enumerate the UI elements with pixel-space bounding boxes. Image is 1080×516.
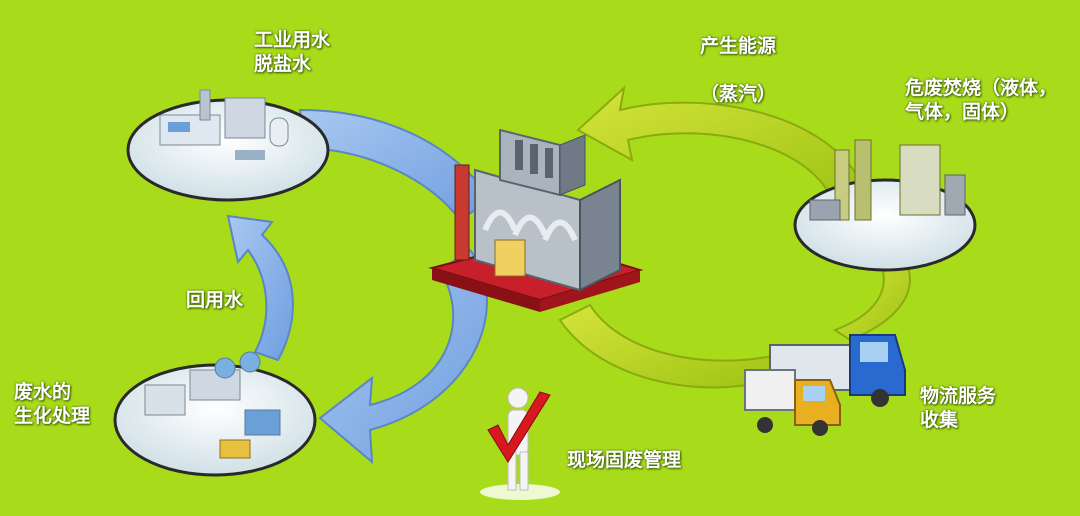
factory-icon <box>428 128 644 312</box>
label-hazardous-incineration: 危废焚烧（液体， 气体，固体） <box>905 77 1058 123</box>
green-arrow-lower <box>558 303 774 389</box>
label-logistics-collection: 物流服务 收集 <box>920 385 997 431</box>
label-energy: 产生能源 （蒸汽） <box>700 10 776 130</box>
label-energy-line2: （蒸汽） <box>700 83 777 105</box>
water-plant-icon <box>126 89 330 202</box>
label-energy-line1: 产生能源 <box>700 35 777 57</box>
label-onsite-solid-waste: 现场固废管理 <box>567 449 682 471</box>
blue-arrow-lower <box>318 248 488 465</box>
label-wastewater-treatment: 废水的 生化处理 <box>14 381 91 427</box>
checkmark-person-icon <box>480 387 560 500</box>
green-arrow-right <box>832 258 911 342</box>
label-water-reuse: 回用水 <box>186 289 244 311</box>
green-arrow-upper <box>576 85 862 197</box>
label-industrial-water: 工业用水 脱盐水 <box>254 29 331 75</box>
wastewater-plant-icon <box>113 351 317 477</box>
truck-icon <box>744 334 906 436</box>
blue-arrow-reuse <box>226 214 294 362</box>
incinerator-icon <box>793 139 977 272</box>
